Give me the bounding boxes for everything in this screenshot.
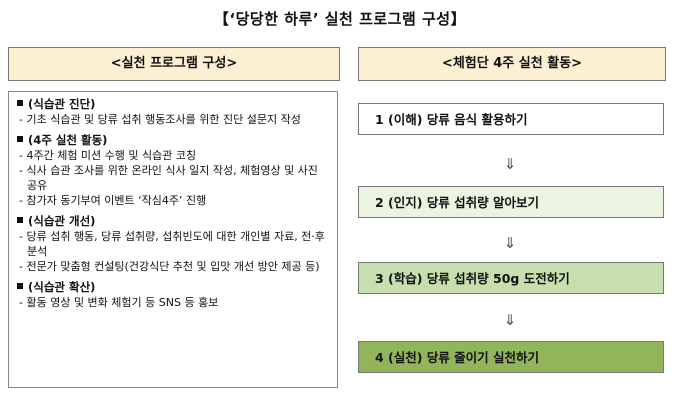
section-line: - 4주간 체험 미션 수행 및 식습관 코칭 <box>19 149 197 162</box>
section-title: (4주 실천 활동) <box>28 133 108 147</box>
section-4week-activity: (4주 실천 활동) - 4주간 체험 미션 수행 및 식습관 코칭 - 식사 … <box>17 133 329 208</box>
down-arrow-icon: ⇓ <box>503 311 517 329</box>
section-spread: (식습관 확산) - 활동 영상 및 변화 체험기 등 SNS 등 홍보 <box>17 280 329 310</box>
diagram-title: 【‘당당한 하루’ 실천 프로그램 구성】 <box>213 10 467 28</box>
down-arrow-icon: ⇓ <box>503 234 517 252</box>
section-title: (식습관 개선) <box>28 214 96 228</box>
program-header: <실천 프로그램 구성> <box>8 47 340 81</box>
bullet-square-icon <box>17 100 23 106</box>
bullet-square-icon <box>17 136 23 142</box>
step-1-box: 1 (이해) 당류 음식 활용하기 <box>358 103 664 135</box>
step-4-box: 4 (실천) 당류 줄이기 실천하기 <box>358 341 664 373</box>
section-diagnosis: (식습관 진단) - 기초 식습관 및 당류 섭취 행동조사를 위한 진단 설문… <box>17 97 329 127</box>
step-2-box: 2 (인지) 당류 섭취량 알아보기 <box>358 186 664 218</box>
section-line: - 당류 섭취 행동, 당류 섭취량, 섭취빈도에 대한 개인별 자료, 전·후… <box>19 230 325 258</box>
step-3-box: 3 (학습) 당류 섭취량 50g 도전하기 <box>358 262 664 294</box>
section-title: (식습관 진단) <box>28 97 96 111</box>
section-line: - 전문가 맞춤형 컨설팅(건강식단 추천 및 입맛 개선 방안 제공 등) <box>19 260 320 273</box>
activity-header: <체험단 4주 실천 활동> <box>358 47 666 81</box>
section-line: - 식사 습관 조사를 위한 온라인 식사 일지 작성, 체험영상 및 사진 공… <box>19 164 318 192</box>
section-line: - 기초 식습관 및 당류 섭취 행동조사를 위한 진단 설문지 작성 <box>19 113 301 126</box>
section-improvement: (식습관 개선) - 당류 섭취 행동, 당류 섭취량, 섭취빈도에 대한 개인… <box>17 214 329 274</box>
down-arrow-icon: ⇓ <box>503 155 517 173</box>
bullet-square-icon <box>17 283 23 289</box>
section-title: (식습관 확산) <box>28 280 96 294</box>
section-line: - 활동 영상 및 변화 체험기 등 SNS 등 홍보 <box>19 296 219 309</box>
section-line: - 참가자 동기부여 이벤트 ‘작심4주’ 진행 <box>19 194 207 207</box>
bullet-square-icon <box>17 217 23 223</box>
program-panel: (식습관 진단) - 기초 식습관 및 당류 섭취 행동조사를 위한 진단 설문… <box>8 91 338 388</box>
